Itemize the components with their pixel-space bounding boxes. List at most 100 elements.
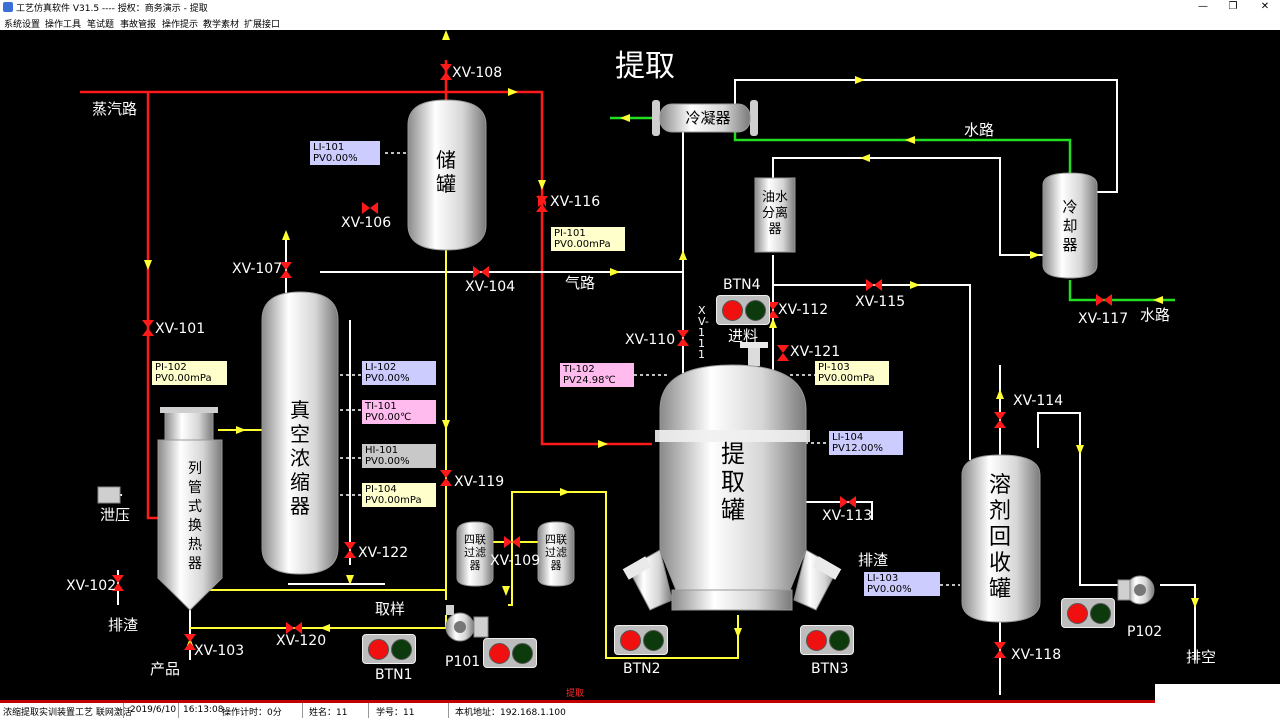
- valve-xv112-label[interactable]: XV-112: [778, 302, 829, 318]
- minimize-button[interactable]: —: [1198, 1, 1208, 12]
- valve-xv111-label[interactable]: XV-111: [698, 304, 709, 361]
- filter-right[interactable]: [537, 521, 575, 587]
- instrument-tag: LI-103: [867, 573, 899, 584]
- valve-xv114-label[interactable]: XV-114: [1013, 393, 1064, 409]
- valve-xv102-label[interactable]: XV-102: [66, 578, 117, 594]
- instrument-value: PV0.00mPa: [365, 495, 422, 506]
- valve-xv118-label[interactable]: XV-118: [1011, 647, 1062, 663]
- menu-teaching-materials[interactable]: 教学素材: [203, 20, 240, 30]
- condenser-label: 冷凝器: [685, 109, 731, 127]
- btn3-lamp[interactable]: [800, 625, 854, 655]
- green-light-icon: [745, 300, 766, 321]
- separator: [178, 703, 179, 718]
- status-op-timer: 操作计时：0分: [222, 708, 282, 718]
- btn1-label: BTN1: [375, 667, 413, 683]
- menu-operation-hints[interactable]: 操作提示: [162, 20, 199, 30]
- valve-xv106-label[interactable]: XV-106: [341, 215, 392, 231]
- instrument-tag: LI-102: [365, 362, 397, 373]
- solvent-recovery-tank-label: 溶 剂 回 收 罐: [988, 473, 1011, 602]
- valve-xv113-label[interactable]: XV-113: [822, 508, 873, 524]
- instrument-value: PV0.00℃: [365, 412, 412, 423]
- valve-xv115-label[interactable]: XV-115: [855, 294, 906, 310]
- pump-p101[interactable]: [445, 605, 489, 642]
- cooler[interactable]: [1042, 172, 1098, 279]
- btn2-lamp[interactable]: [614, 625, 668, 655]
- green-light-icon: [391, 639, 412, 660]
- menu-accident-report[interactable]: 事故管报: [120, 20, 157, 30]
- extraction-tank[interactable]: [622, 342, 842, 611]
- valve-xv116-label[interactable]: XV-116: [550, 194, 601, 210]
- valve-xv101-label[interactable]: XV-101: [155, 321, 206, 337]
- vacuum-concentrator-label: 真 空 浓 缩 器: [290, 398, 310, 518]
- vent-label: 排空: [1186, 648, 1217, 666]
- solvent-recovery-tank[interactable]: [961, 454, 1041, 623]
- separator: [448, 703, 449, 718]
- valve-xv110-label[interactable]: XV-110: [625, 332, 676, 348]
- page-title: 提取: [615, 49, 675, 84]
- valve-xv119-label[interactable]: XV-119: [454, 474, 505, 490]
- instrument-leaders: [340, 152, 960, 586]
- tube-heat-exchanger[interactable]: [157, 407, 223, 611]
- menu-written-test[interactable]: 笔试题: [87, 20, 115, 30]
- pump-p102[interactable]: [1117, 575, 1155, 605]
- restore-button[interactable]: ❐: [1228, 1, 1238, 12]
- valve-xv108-label[interactable]: XV-108: [452, 65, 503, 81]
- p102-lamp[interactable]: [1061, 598, 1115, 628]
- valve-xv107-label[interactable]: XV-107: [232, 261, 283, 277]
- menu-system-settings[interactable]: 系统设置: [4, 20, 41, 30]
- close-button[interactable]: ✕: [1260, 1, 1270, 12]
- btn3-label: BTN3: [811, 661, 849, 677]
- corner-panel: [1155, 684, 1280, 700]
- valve-xv120-label[interactable]: XV-120: [276, 633, 327, 649]
- instrument-value: PV24.98℃: [563, 375, 616, 386]
- red-light-icon: [489, 643, 510, 664]
- instrument-value: PV0.00%: [313, 153, 358, 164]
- instrument-value: PV0.00%: [365, 456, 410, 467]
- valve-symbols[interactable]: [112, 64, 1112, 658]
- status-host: 本机地址：192.168.1.100: [455, 708, 566, 718]
- green-light-icon: [1090, 603, 1111, 624]
- instrument-tag: PI-102: [155, 362, 187, 373]
- red-light-icon: [722, 300, 743, 321]
- slag-left-label: 排渣: [108, 616, 139, 634]
- page-tab-extraction[interactable]: 提取: [566, 689, 585, 699]
- extraction-tank-label: 提 取 罐: [721, 440, 745, 524]
- p101-lamp[interactable]: [483, 638, 537, 668]
- menu-bar: 系统设置 操作工具 笔试题 事故管报 操作提示 教学素材 扩展接口: [0, 14, 1280, 30]
- instrument-tag: TI-102: [563, 364, 595, 375]
- valve-xv117-label[interactable]: XV-117: [1078, 311, 1129, 327]
- menu-extension-interface[interactable]: 扩展接口: [244, 20, 281, 30]
- condenser[interactable]: [652, 100, 758, 136]
- feed-label: 进料: [728, 327, 759, 345]
- btn1-lamp[interactable]: [362, 634, 416, 664]
- valve-xv104-label[interactable]: XV-104: [465, 279, 516, 295]
- red-light-icon: [620, 630, 641, 651]
- steam-line-label: 蒸汽路: [92, 100, 138, 118]
- sample-label: 取样: [375, 600, 406, 618]
- instrument-tag: LI-104: [832, 432, 864, 443]
- filter-left[interactable]: [456, 521, 494, 587]
- oil-water-separator[interactable]: [754, 177, 796, 253]
- valve-xv121-label[interactable]: XV-121: [790, 344, 841, 360]
- storage-tank[interactable]: [407, 99, 487, 251]
- valve-xv103-label[interactable]: XV-103: [194, 643, 245, 659]
- vacuum-concentrator[interactable]: [261, 291, 339, 575]
- menu-operation-tools[interactable]: 操作工具: [45, 20, 82, 30]
- valve-xv109-label[interactable]: XV-109: [490, 553, 541, 569]
- btn4-lamp[interactable]: [716, 295, 770, 325]
- process-diagram: 提取 储 罐 真 空 浓 缩 器 列 管 式 换 热 器 提 取 罐 溶 剂 回…: [0, 30, 1280, 700]
- valve-xv122-label[interactable]: XV-122: [358, 545, 409, 561]
- status-device: 浓缩提取实训装置工艺 联网激活: [3, 708, 132, 718]
- water-lines: [610, 116, 1175, 302]
